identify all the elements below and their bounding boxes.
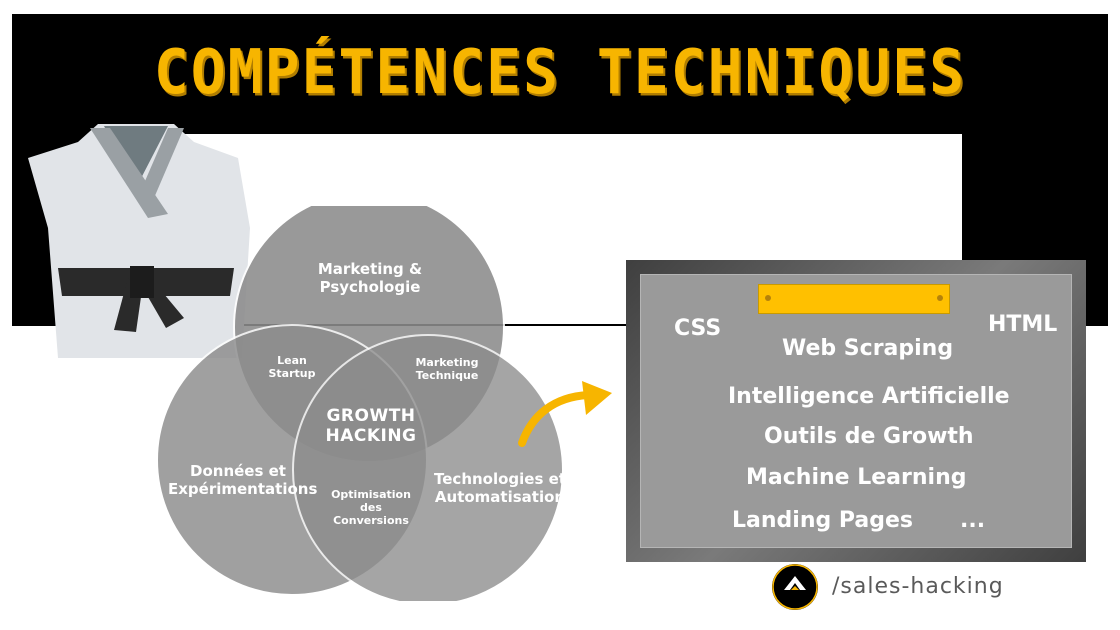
tape-pin-right bbox=[937, 295, 943, 301]
venn-label-optimisation: Optimisation des Conversions bbox=[331, 488, 411, 528]
board-tape bbox=[758, 284, 950, 314]
skill-web-scraping: Web Scraping bbox=[782, 336, 954, 361]
skill-machine-learning: Machine Learning bbox=[746, 465, 967, 490]
skills-board: CSS HTML Web Scraping Intelligence Artif… bbox=[626, 260, 1086, 562]
skill-more: ... bbox=[960, 508, 986, 533]
sales-hacking-logo bbox=[772, 564, 818, 610]
board-surface bbox=[640, 274, 1072, 548]
venn-center-label: GROWTH HACKING bbox=[325, 406, 417, 447]
venn-label-lean-startup: Lean Startup bbox=[268, 354, 316, 381]
venn-label-right: Technologies et Automatisation bbox=[434, 470, 566, 506]
kimono-icon bbox=[28, 124, 250, 358]
skill-html: HTML bbox=[988, 312, 1058, 337]
venn-label-marketing-technique: Marketing Technique bbox=[415, 356, 479, 383]
arrow-icon bbox=[518, 381, 612, 447]
venn-label-left: Données et Expérimentations bbox=[168, 462, 318, 498]
footer-handle[interactable]: /sales-hacking bbox=[832, 574, 1004, 599]
page-title: COMPÉTENCES TECHNIQUES bbox=[153, 35, 967, 109]
skill-growth-tools: Outils de Growth bbox=[764, 424, 974, 449]
skill-landing-pages: Landing Pages bbox=[732, 508, 914, 533]
skill-ai: Intelligence Artificielle bbox=[728, 384, 1010, 409]
circle-technologies bbox=[292, 334, 564, 601]
tape-pin-left bbox=[765, 295, 771, 301]
venn-label-top: Marketing & Psychologie bbox=[317, 260, 423, 296]
skill-css: CSS bbox=[674, 316, 722, 341]
venn-diagram: Marketing & Psychologie Données et Expér… bbox=[150, 206, 590, 601]
